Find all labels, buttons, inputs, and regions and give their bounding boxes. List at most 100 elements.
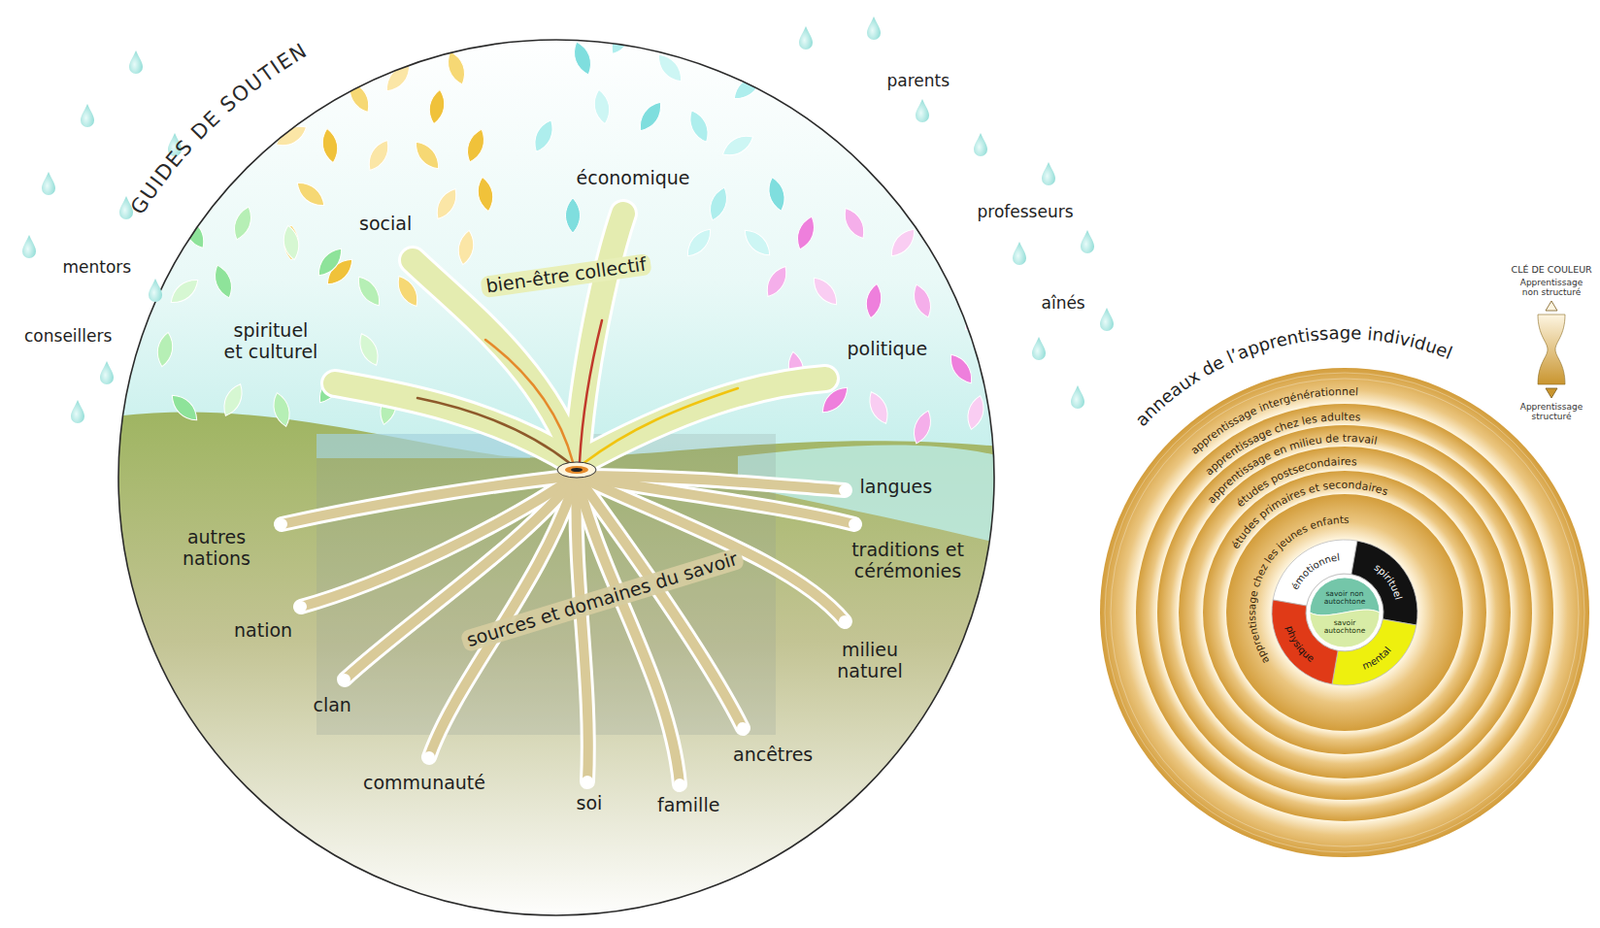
branch-label: social (359, 213, 412, 235)
root-tip (848, 518, 861, 531)
ring-band (1157, 425, 1533, 800)
drops (22, 16, 1114, 424)
root-label: soi (576, 793, 603, 815)
root (576, 475, 855, 525)
legend-text: Apprentissage structuré (1519, 401, 1585, 423)
branch (576, 213, 624, 465)
branch-label: politique (847, 338, 929, 361)
leaf (793, 214, 819, 253)
water-band (737, 444, 1000, 544)
leaf (705, 185, 732, 224)
leaf (839, 204, 870, 243)
root-label: clan (313, 695, 352, 717)
branch-strand (485, 339, 573, 463)
leaf (945, 350, 978, 388)
root-tip (581, 775, 594, 788)
trunk-knot (570, 467, 583, 472)
support-guide: aînés (1041, 294, 1086, 314)
trunk-knot (565, 466, 589, 474)
legend-swatch (1545, 388, 1558, 399)
leaf (292, 177, 329, 212)
support-guide: conseillers (24, 327, 112, 347)
leaf (474, 175, 496, 213)
root-outline (281, 475, 855, 785)
learning-ring: apprentissage en milieu de travailétudes… (1157, 425, 1533, 800)
leaf (964, 394, 988, 433)
leaf (344, 78, 375, 117)
leaf (606, 20, 637, 59)
leaf (697, 30, 721, 68)
leaves-cyan (530, 20, 789, 262)
drop (129, 50, 143, 74)
learning-ring: apprentissage intergénérationnelapprenti… (1100, 367, 1590, 858)
ring-texture (1104, 372, 1585, 853)
drop (1070, 385, 1085, 409)
tree-scene (97, 20, 1020, 923)
knowledge-label: savoir non autochtone (1323, 590, 1367, 607)
leaf (863, 282, 884, 320)
learning-ring: apprentissage chez les adultesapprentiss… (1135, 403, 1554, 822)
quadrant-label: physique (1284, 624, 1317, 665)
leaf (426, 88, 447, 126)
drop (1080, 230, 1095, 254)
drop (80, 103, 95, 128)
leaf (154, 331, 175, 368)
legend-title: CLÉ DE COULEUR (1511, 265, 1593, 276)
leaf (739, 225, 775, 261)
leaf (179, 214, 210, 253)
root-label: communauté (363, 772, 486, 795)
leaf (353, 272, 386, 310)
guides-heading: GUIDES DE SOUTIEN (126, 37, 312, 219)
leaf (808, 272, 843, 309)
leaf (230, 204, 256, 243)
root (344, 475, 577, 680)
root (300, 475, 577, 607)
root-label: ancêtres (733, 744, 813, 767)
drop (973, 133, 988, 157)
leaf (410, 136, 445, 173)
branch-strand (582, 388, 738, 465)
drop (1032, 336, 1046, 361)
leaf (219, 381, 248, 420)
root-tip (338, 673, 351, 686)
root-label: famille (657, 795, 720, 817)
leaf (865, 389, 894, 428)
knowledge-half: savoir autochtone (1309, 608, 1380, 648)
root-label: traditions et cérémonies (850, 539, 966, 583)
drop (799, 26, 813, 50)
root-tips (275, 484, 861, 791)
branch-fill (334, 213, 826, 465)
leaf (364, 136, 395, 175)
leaf (909, 408, 935, 447)
root-label: langues (860, 476, 934, 499)
root-tip (838, 615, 851, 628)
branch (576, 213, 624, 465)
leaf (307, 49, 334, 88)
leaf (280, 224, 301, 262)
support-guide: professeurs (977, 202, 1074, 223)
leaf (634, 98, 667, 135)
leaf (566, 198, 581, 234)
learning-ring: études primaires et secondairesapprentis… (1202, 470, 1487, 755)
leaf (729, 70, 766, 105)
branch-label: spirituel et culturel (223, 320, 320, 364)
leaf (886, 224, 921, 261)
ring-band (1100, 367, 1590, 858)
leaf (682, 224, 717, 261)
root (576, 475, 855, 525)
root-tip (838, 484, 851, 497)
leaf (591, 88, 612, 126)
leaf (355, 331, 384, 369)
legend-text: Apprentissage non structuré (1519, 277, 1585, 299)
learning-ring: apprentissage chez les jeunes enfantsémo… (1226, 494, 1464, 732)
root-tip (423, 751, 435, 764)
knowledge-shape (1309, 609, 1380, 648)
leaf (319, 127, 340, 165)
drop (866, 16, 881, 40)
roots (275, 475, 861, 791)
drop (915, 99, 930, 123)
legend-swatch (1545, 300, 1558, 311)
ring-band (1226, 494, 1464, 732)
leaf (762, 263, 793, 301)
leaf (269, 391, 294, 430)
